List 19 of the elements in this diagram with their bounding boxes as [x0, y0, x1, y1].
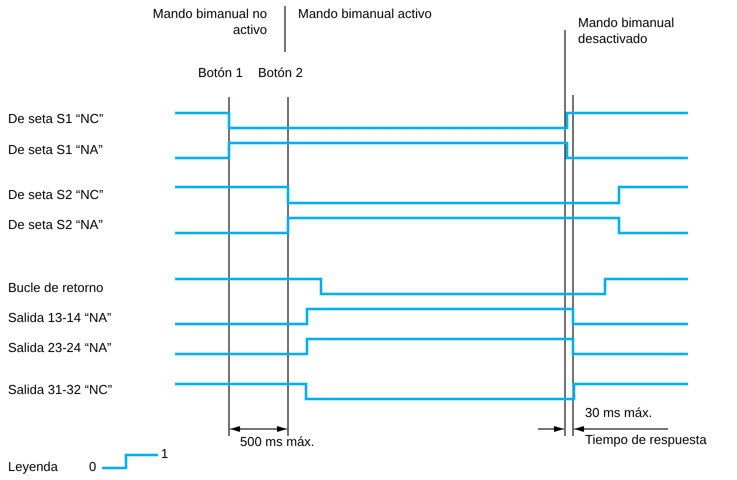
event-label: Botón 2: [258, 65, 304, 81]
signal-label: De seta S2 “NA”: [8, 217, 104, 233]
dimension-label: 500 ms máx.: [240, 434, 316, 450]
signal-label: Salida 23-24 “NA”: [8, 340, 112, 356]
phase-label: Mando bimanual activo: [298, 6, 433, 22]
level-value: 1: [161, 446, 170, 462]
phase-label: Mando bimanual no activo: [152, 6, 267, 38]
dimension-label: 30 ms máx.: [585, 405, 654, 421]
phase-label: Mando bimanual desactivado: [578, 15, 676, 47]
signal-label: De seta S1 “NA”: [8, 142, 104, 158]
signal-label: De seta S2 “NC”: [8, 187, 104, 203]
dimension-label: Tiempo de respuesta: [585, 432, 708, 448]
event-label: Botón 1: [198, 65, 244, 81]
signal-label: Salida 31-32 “NC”: [8, 382, 114, 398]
level-value: 0: [89, 459, 98, 475]
signal-label: Salida 13-14 “NA”: [8, 310, 112, 326]
caption-text: Leyenda: [8, 459, 59, 475]
signal-label: Bucle de retorno: [8, 280, 104, 296]
signal-label: De seta S1 “NC”: [8, 111, 104, 127]
